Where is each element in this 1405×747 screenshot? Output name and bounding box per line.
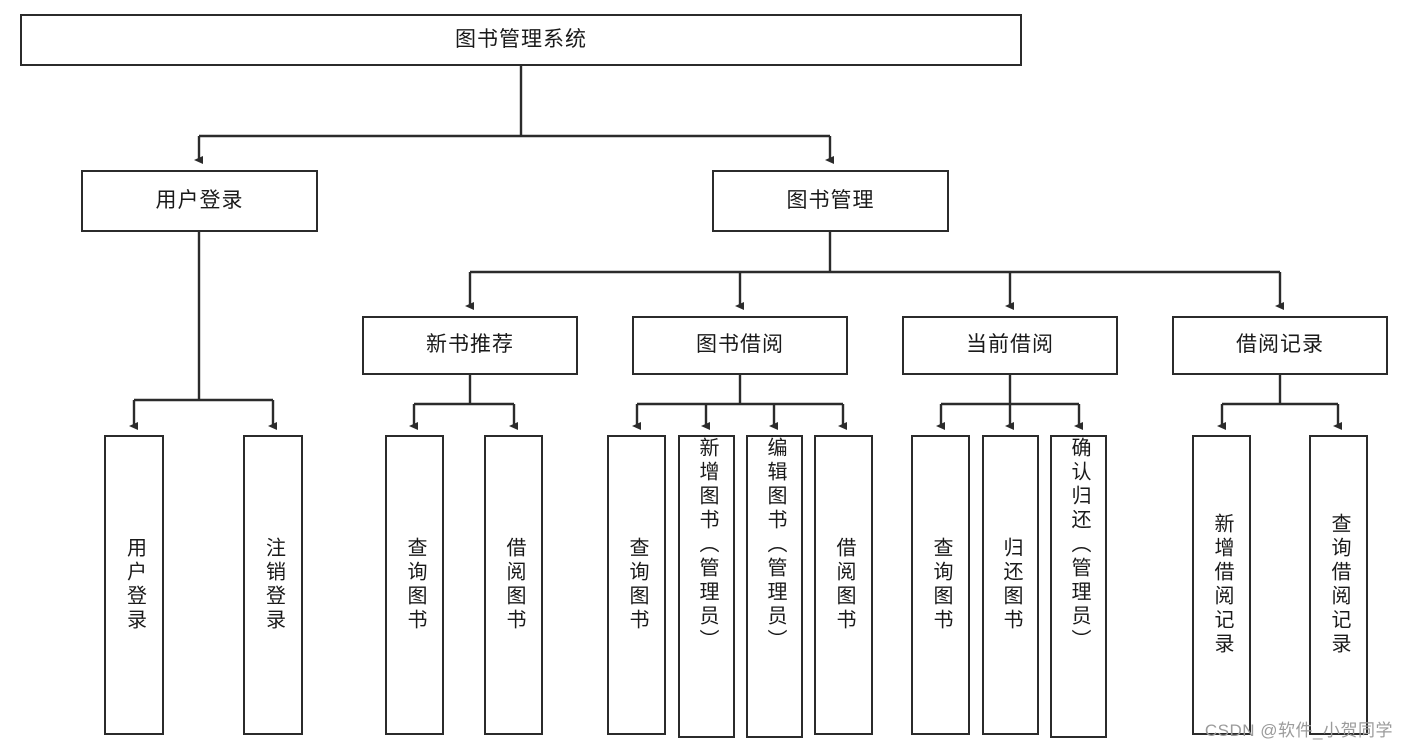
node-leaf-user-login[interactable]: 用户登录 [104,435,164,735]
node-borrow-record-label: 借阅记录 [1236,333,1324,357]
node-user-login-label: 用户登录 [155,188,244,212]
node-leaf-query-record-label: 查询借阅记录 [1328,513,1350,657]
node-user-login[interactable]: 用户登录 [81,170,318,232]
node-leaf-query-book-1[interactable]: 查询图书 [385,435,444,735]
node-root[interactable]: 图书管理系统 [20,14,1022,66]
node-leaf-add-book[interactable]: 新增图书（管理员） [678,435,735,738]
node-current-borrow[interactable]: 当前借阅 [902,316,1118,375]
node-leaf-logout-label: 注销登录 [262,537,285,633]
node-leaf-borrow-book-2[interactable]: 借阅图书 [814,435,873,735]
node-borrow-record[interactable]: 借阅记录 [1172,316,1388,375]
node-book-manage[interactable]: 图书管理 [712,170,949,232]
node-book-manage-label: 图书管理 [786,188,875,212]
node-root-label: 图书管理系统 [455,27,587,51]
node-leaf-query-record[interactable]: 查询借阅记录 [1309,435,1368,735]
node-leaf-edit-book-label: 编辑图书（管理员） [764,437,786,653]
node-leaf-query-book-3-label: 查询图书 [930,537,952,633]
node-leaf-borrow-book-2-label: 借阅图书 [833,537,855,633]
node-leaf-confirm-return[interactable]: 确认归还（管理员） [1050,435,1107,738]
node-leaf-add-record[interactable]: 新增借阅记录 [1192,435,1251,735]
node-new-book-rec[interactable]: 新书推荐 [362,316,578,375]
node-leaf-query-book-1-label: 查询图书 [404,537,426,633]
node-book-borrow-label: 图书借阅 [696,333,784,357]
node-leaf-query-book-2-label: 查询图书 [626,537,648,633]
node-leaf-return-book[interactable]: 归还图书 [982,435,1039,735]
node-leaf-query-book-3[interactable]: 查询图书 [911,435,970,735]
csdn-watermark: CSDN @软件_小贺同学 [1204,721,1393,740]
node-leaf-confirm-return-label: 确认归还（管理员） [1068,437,1090,653]
node-leaf-add-book-label: 新增图书（管理员） [696,437,718,653]
node-new-book-rec-label: 新书推荐 [426,333,514,357]
node-leaf-borrow-book-1-label: 借阅图书 [503,537,525,633]
node-leaf-user-login-label: 用户登录 [123,537,146,633]
node-leaf-add-record-label: 新增借阅记录 [1211,513,1233,657]
node-leaf-edit-book[interactable]: 编辑图书（管理员） [746,435,803,738]
node-book-borrow[interactable]: 图书借阅 [632,316,848,375]
node-leaf-return-book-label: 归还图书 [1000,537,1022,633]
node-leaf-logout[interactable]: 注销登录 [243,435,303,735]
node-current-borrow-label: 当前借阅 [966,333,1054,357]
node-leaf-borrow-book-1[interactable]: 借阅图书 [484,435,543,735]
node-leaf-query-book-2[interactable]: 查询图书 [607,435,666,735]
